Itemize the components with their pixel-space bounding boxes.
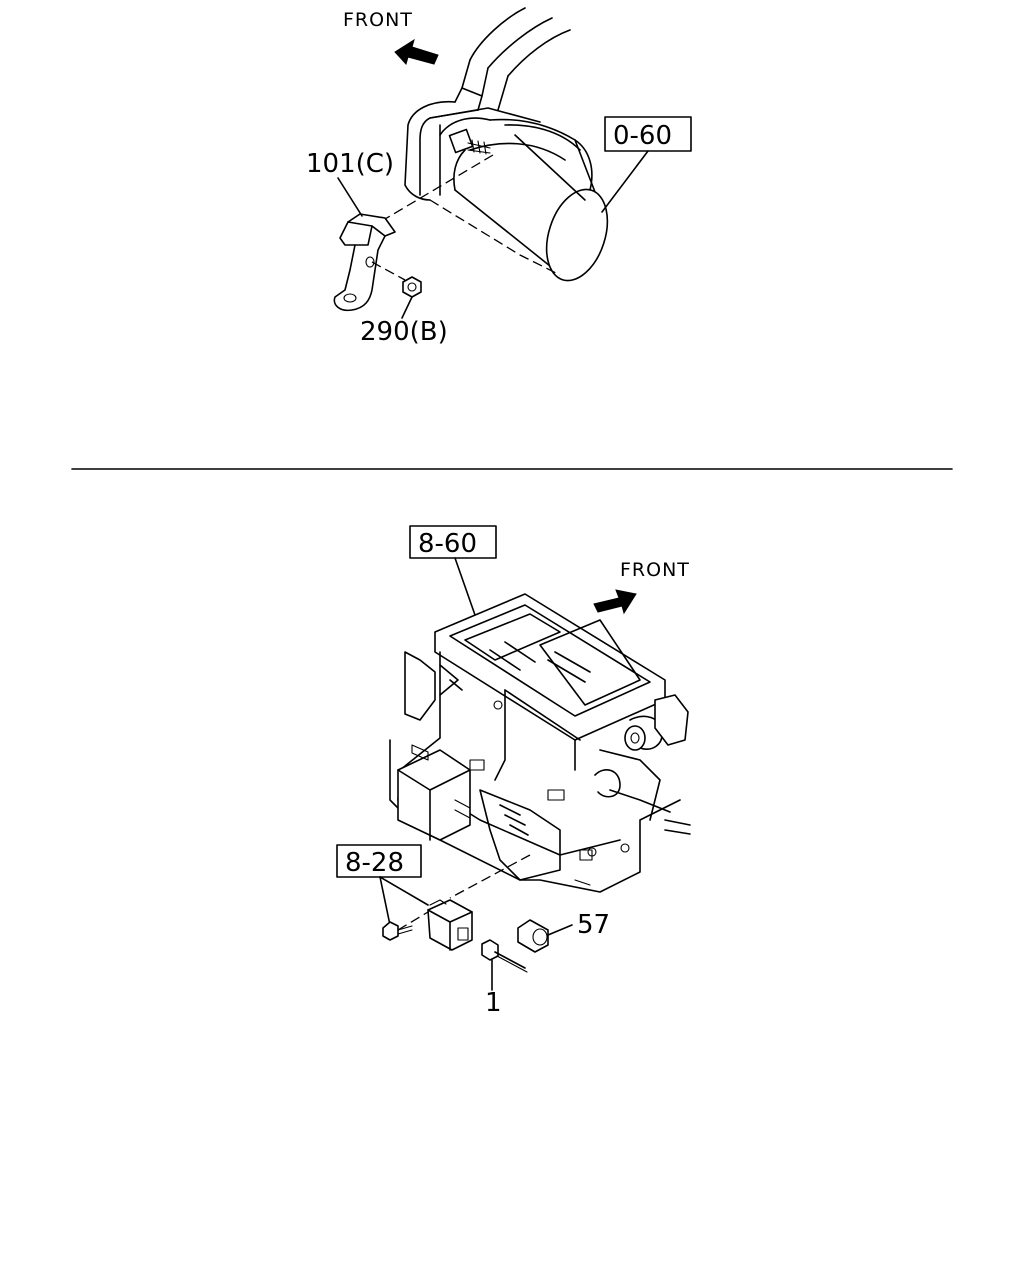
- front-label-lower: FRONT: [620, 559, 690, 581]
- front-arrow-upper-icon: [394, 38, 439, 65]
- lower-diagram: 8-60 FRONT: [336, 525, 691, 1018]
- duct-hose: [454, 7, 571, 111]
- mount-bolt: [448, 128, 491, 155]
- label-57: 57: [577, 910, 610, 940]
- front-label-upper: FRONT: [343, 9, 413, 31]
- ref-label-8-28: 8-28: [345, 848, 404, 878]
- heater-unit: [389, 593, 691, 893]
- ref-box-8-28: [336, 844, 422, 878]
- upper-diagram: FRONT: [306, 7, 692, 347]
- part-57: [517, 919, 549, 953]
- front-arrow-lower-icon: [593, 589, 637, 615]
- label-1: 1: [485, 988, 502, 1018]
- screw: [382, 921, 413, 941]
- ref-box-8-60: [409, 525, 497, 559]
- nut-290b: [402, 276, 422, 298]
- ref-label-0-60: 0-60: [613, 121, 672, 151]
- actuator-8-28: [427, 899, 473, 951]
- label-290b: 290(B): [360, 317, 448, 347]
- part-1: [481, 939, 528, 973]
- label-101c: 101(C): [306, 149, 394, 179]
- bracket-101c: [333, 213, 406, 312]
- blower-motor: [453, 118, 609, 282]
- ref-label-8-60: 8-60: [418, 529, 477, 559]
